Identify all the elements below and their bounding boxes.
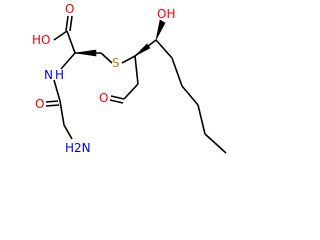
amide-o-label: O [35, 97, 44, 111]
bond-c5-o-double-a [45, 100, 59, 103]
sulfur-label: S [112, 56, 120, 70]
bond-c14-o-double-b [109, 99, 124, 104]
bond-c11-c12 [204, 133, 227, 154]
amine-label: H2N [65, 141, 91, 155]
bond-c14-o-double-a [110, 95, 125, 100]
bond-c5-o-double-b [45, 104, 60, 107]
bond-c10-c11 [197, 104, 206, 135]
bond-c9-c10 [181, 85, 199, 106]
bond-c5-c6 [59, 100, 65, 126]
bond-c7-c8 [155, 39, 173, 59]
bond-c1-o-double-b [69, 15, 73, 32]
acid-oh-label: HO [32, 33, 50, 47]
bond-c8-c9 [171, 57, 183, 87]
molecule-structure: HO O N H O H2N S O OH [32, 2, 227, 155]
bond-n-c5 [53, 79, 61, 102]
bond-c13-c14 [123, 83, 139, 100]
wedge-bond-c7-oh [155, 19, 166, 41]
acid-o-label: O [65, 2, 74, 16]
amide-n-label: N [44, 68, 53, 82]
bond-s-c4 [121, 55, 136, 64]
wedge-bond-c4 [134, 43, 151, 57]
bond-c3-s [100, 52, 113, 64]
bond-c1-oh [53, 30, 68, 41]
atom-label-layer: HO O N H O H2N S O OH [32, 2, 175, 155]
bond-c4-c13 [134, 55, 139, 85]
wedge-layer [74, 19, 166, 57]
bond-layer [45, 15, 227, 154]
aldehyde-o-label: O [99, 91, 108, 105]
bond-c1-o-double-a [65, 15, 69, 32]
bond-c1-c2 [66, 30, 76, 54]
amide-h-label: H [55, 68, 64, 82]
bond-c2-n [60, 52, 76, 70]
alcohol-oh-label: OH [157, 7, 175, 21]
wedge-bond-c2 [74, 49, 97, 57]
bond-c6-nh2 [63, 124, 73, 140]
